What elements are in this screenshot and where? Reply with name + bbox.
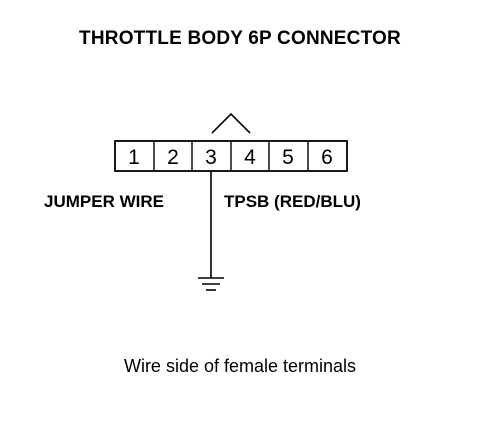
pin-number-5: 5	[282, 146, 294, 169]
pin-number-2: 2	[167, 146, 179, 169]
jumper-wire-label: JUMPER WIRE	[44, 192, 164, 211]
pin-number-4: 4	[244, 146, 256, 169]
connector-lock-tab	[211, 112, 251, 134]
pin-number-3: 3	[205, 146, 217, 169]
ground-icon	[198, 277, 224, 291]
pin-number-1: 1	[128, 146, 140, 169]
cavity-dividers	[153, 141, 309, 171]
diagram-caption: Wire side of female terminals	[123, 356, 357, 376]
pin-numbers: 1 2 3 4 5 6	[128, 146, 333, 169]
diagram-title: THROTTLE BODY 6P CONNECTOR	[79, 28, 401, 49]
pin-number-6: 6	[321, 146, 333, 169]
tpsb-wire-label: TPSB (RED/BLU)	[224, 192, 361, 211]
